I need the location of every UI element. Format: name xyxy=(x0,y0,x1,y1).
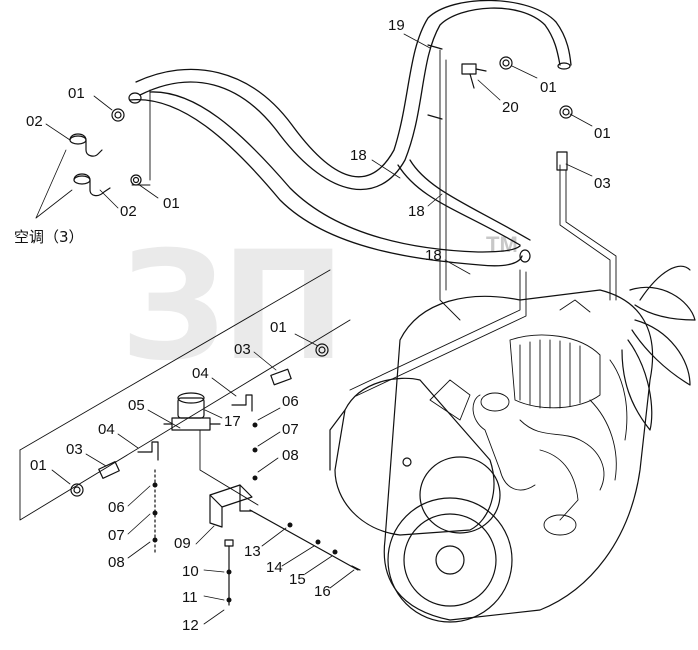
bolt-10 xyxy=(224,539,234,606)
hose-18-lower xyxy=(129,91,531,267)
elbow-fitting-lower xyxy=(73,173,111,197)
cooling-fan xyxy=(621,265,696,431)
hose-18-main xyxy=(135,0,572,191)
hose-clamps xyxy=(70,44,573,497)
callout-14: 14 xyxy=(266,559,283,576)
callout-07: 07 xyxy=(282,421,299,438)
callout-06: 06 xyxy=(282,393,299,410)
watermark-trademark: TM xyxy=(486,232,518,257)
mounting-bracket xyxy=(209,484,253,528)
callout-16: 16 xyxy=(314,583,331,600)
callout-18: 18 xyxy=(408,203,425,220)
engine-assembly xyxy=(329,265,696,623)
hardware-dots xyxy=(152,422,338,603)
callout-01: 01 xyxy=(30,457,47,474)
callout-01: 01 xyxy=(163,195,180,212)
callout-03: 03 xyxy=(594,175,611,192)
callout-01: 01 xyxy=(68,85,85,102)
callout-20: 20 xyxy=(502,99,519,116)
elbow-fitting-upper xyxy=(69,133,103,157)
callout-03: 03 xyxy=(66,441,83,458)
callout-12: 12 xyxy=(182,617,199,634)
callout-02: 02 xyxy=(120,203,137,220)
hose-end-fittings xyxy=(128,62,571,263)
brackets xyxy=(137,394,253,461)
straight-fittings xyxy=(98,151,568,479)
callout-19: 19 xyxy=(388,17,405,34)
muffler xyxy=(329,377,501,536)
callout-13: 13 xyxy=(244,543,261,560)
callout-01: 01 xyxy=(270,319,287,336)
pressure-switch xyxy=(461,63,487,89)
callout-15: 15 xyxy=(289,571,306,588)
air-conditioning-note: 空调（3） xyxy=(14,228,84,246)
callout-03: 03 xyxy=(234,341,251,358)
callout-10: 10 xyxy=(182,563,199,580)
callout-11: 11 xyxy=(182,589,198,606)
watermark-logo: ЗП xyxy=(120,220,346,394)
callout-01: 01 xyxy=(540,79,557,96)
callout-18: 18 xyxy=(425,247,442,264)
callout-06: 06 xyxy=(108,499,125,516)
pipe-run-lines xyxy=(19,49,617,521)
bolt-16 xyxy=(249,509,361,571)
callout-08: 08 xyxy=(108,554,125,571)
callout-04: 04 xyxy=(98,421,115,438)
callout-leaders xyxy=(35,33,593,625)
callout-18: 18 xyxy=(350,147,367,164)
solenoid-valve xyxy=(163,392,221,431)
callout-05: 05 xyxy=(128,397,145,414)
callout-08: 08 xyxy=(282,447,299,464)
engine-head-detail xyxy=(429,299,628,536)
callout-01: 01 xyxy=(594,125,611,142)
callout-09: 09 xyxy=(174,535,191,552)
callout-07: 07 xyxy=(108,527,125,544)
callout-04: 04 xyxy=(192,365,209,382)
callout-17: 17 xyxy=(224,413,241,430)
callout-02: 02 xyxy=(26,113,43,130)
